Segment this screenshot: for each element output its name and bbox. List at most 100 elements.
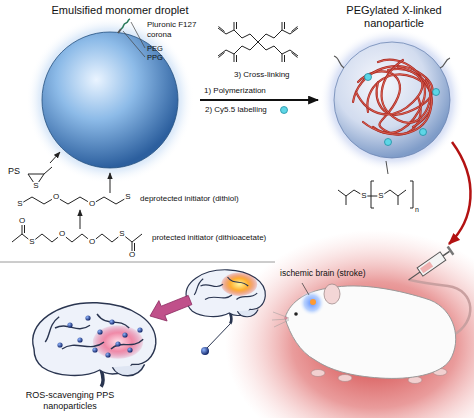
crosslinker-structure <box>218 22 298 62</box>
node-heading: Emulsified monomer droplet <box>45 4 195 17</box>
brain-figure <box>201 284 224 286</box>
mouse-figure <box>338 375 352 382</box>
syringe-icon <box>420 262 433 274</box>
atom-symbol: S <box>16 200 23 208</box>
nanoparticle-node: PEGylated X-linked nanoparticle <box>318 2 470 178</box>
nanoparticle-bead <box>67 322 72 327</box>
mouse-figure <box>272 280 470 384</box>
leader-line <box>131 22 145 48</box>
syringe-icon <box>417 252 446 276</box>
nanoparticle-bead <box>105 352 110 357</box>
nanoparticle-bead <box>122 332 127 337</box>
block-label: PEG <box>147 44 163 53</box>
brain-figure <box>221 273 257 296</box>
crosslinker-structure <box>234 22 235 30</box>
syringe-icon <box>409 272 420 280</box>
dye-dot <box>433 89 440 96</box>
section-divider <box>0 262 275 263</box>
nanoparticle-bead <box>115 341 120 346</box>
annotation-label: deprotected initiator (dithiol) <box>140 194 239 204</box>
mouse-figure <box>272 319 289 320</box>
crosslinker-structure <box>282 22 283 30</box>
brain-figure <box>93 325 143 359</box>
brain-figure <box>97 314 129 328</box>
mouse-figure <box>324 284 340 304</box>
mouse-figure <box>273 312 289 318</box>
brain-figure <box>45 317 59 342</box>
pps-structure <box>346 190 406 196</box>
pps-structure <box>410 181 413 208</box>
syringe-icon <box>406 246 455 284</box>
nanoparticle-bead <box>92 347 97 352</box>
pps-structure <box>338 190 346 205</box>
annotation-label: Pluronic F127 corona <box>147 20 217 39</box>
crosslinker-structure <box>258 42 298 56</box>
sphere-body <box>334 42 450 158</box>
nanoparticle-bead <box>57 342 62 347</box>
nanoparticle-bead <box>137 327 142 332</box>
crosslinker-structure <box>258 28 298 42</box>
polymer-chain <box>356 67 422 114</box>
mouse-figure <box>274 320 289 327</box>
crosslinker-structure <box>218 42 258 56</box>
crosslinker-structure <box>219 53 225 58</box>
reaction-arrow <box>50 152 60 163</box>
reaction-arrow <box>110 173 111 193</box>
nanoparticle-bead <box>201 347 209 355</box>
polymer-chain <box>356 67 422 114</box>
crosslinker-structure <box>236 55 237 62</box>
crosslinker-structure <box>292 53 298 58</box>
atom-symbol: S <box>118 230 125 238</box>
mouse-figure <box>310 299 316 305</box>
brain-figure <box>112 364 144 375</box>
edge-label: 1) Polymerization <box>204 86 266 96</box>
atom-symbol: O <box>88 200 96 208</box>
leader-line <box>302 283 309 295</box>
syringe-icon <box>443 251 450 256</box>
dye-dot <box>420 129 427 136</box>
pps-structure <box>398 196 399 205</box>
sphere-halo <box>26 16 194 184</box>
nanoparticle-bead <box>127 347 132 352</box>
sphere-halo <box>320 28 464 172</box>
dithiol-structure <box>20 197 128 204</box>
brain-figure <box>186 270 265 317</box>
crosslinker-structure <box>284 55 285 62</box>
crosslinker-structure <box>234 54 235 62</box>
step-label: 3) Cross-linking <box>234 70 290 80</box>
dithiol-structure <box>20 197 128 204</box>
brain-figure <box>33 303 156 387</box>
atom-symbol: S <box>124 193 131 201</box>
pluronic-chain <box>118 29 121 33</box>
mouse-figure <box>285 286 456 378</box>
sphere-shape <box>26 16 194 193</box>
brain-figure <box>237 309 258 316</box>
atom-symbol: S <box>377 192 384 200</box>
injection-arrow <box>449 142 471 244</box>
mouse-figure <box>294 312 298 316</box>
dithioacetate-structure <box>12 224 142 252</box>
brain-figure <box>205 295 232 300</box>
crosslinker-structure <box>284 22 285 29</box>
dye-dot <box>365 74 372 81</box>
step-label: 2) Cy5.5 labelling <box>205 105 267 115</box>
brain-figure <box>194 279 203 295</box>
crosslinker-structure <box>282 54 283 62</box>
brain-figure <box>62 342 104 349</box>
block-label: PPG <box>147 53 163 62</box>
nanoparticle-bead <box>77 337 82 342</box>
leader-line <box>123 31 145 57</box>
atom-symbol: O <box>52 193 60 201</box>
nanoparticle-bead <box>97 329 102 334</box>
pluronic-chain <box>121 19 130 29</box>
nanoparticle-bead <box>85 315 90 320</box>
crosslinker-structure <box>219 27 225 32</box>
subscript-label: n <box>414 206 420 213</box>
annotation-label: ROS-scavenging PPS nanoparticles <box>20 390 120 412</box>
brainstem-line <box>207 324 230 348</box>
dithioacetate-structure <box>22 224 23 234</box>
brain-figure <box>228 277 249 286</box>
brain-figure <box>33 303 156 376</box>
brain-figure <box>237 293 258 299</box>
